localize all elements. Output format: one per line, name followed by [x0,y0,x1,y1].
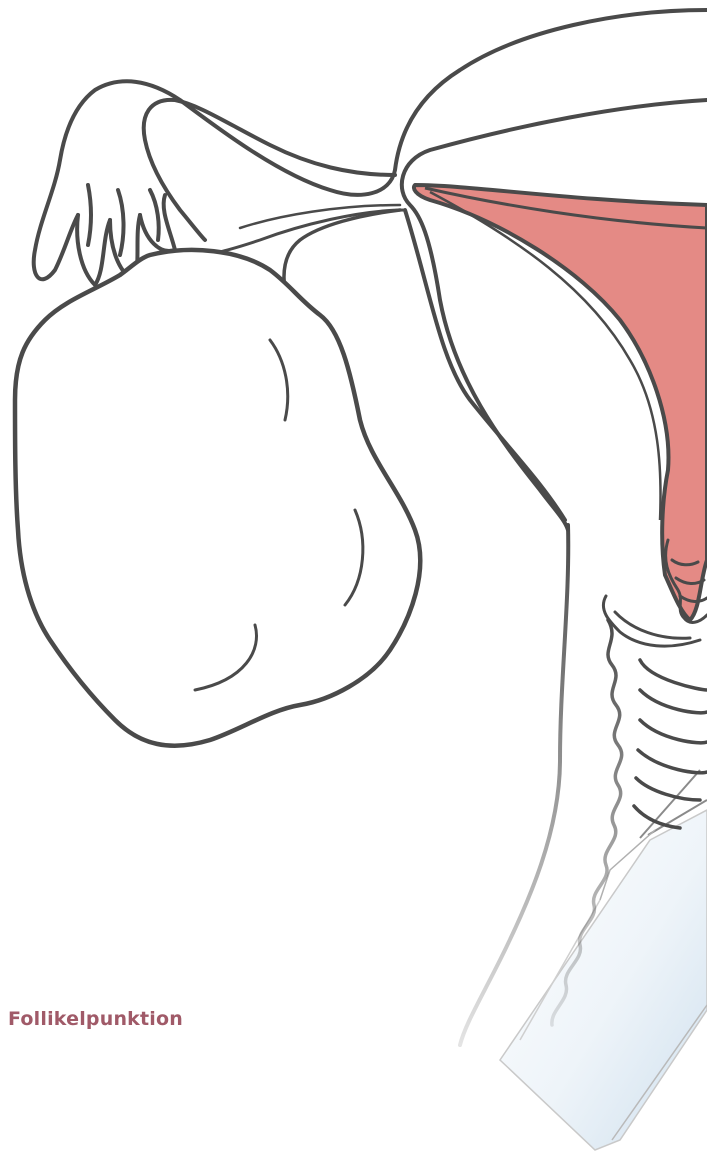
caption-label: Follikelpunktion [8,1008,183,1030]
ovarian-ligament [284,210,400,290]
ovary [15,250,420,746]
endometrium [414,185,707,620]
